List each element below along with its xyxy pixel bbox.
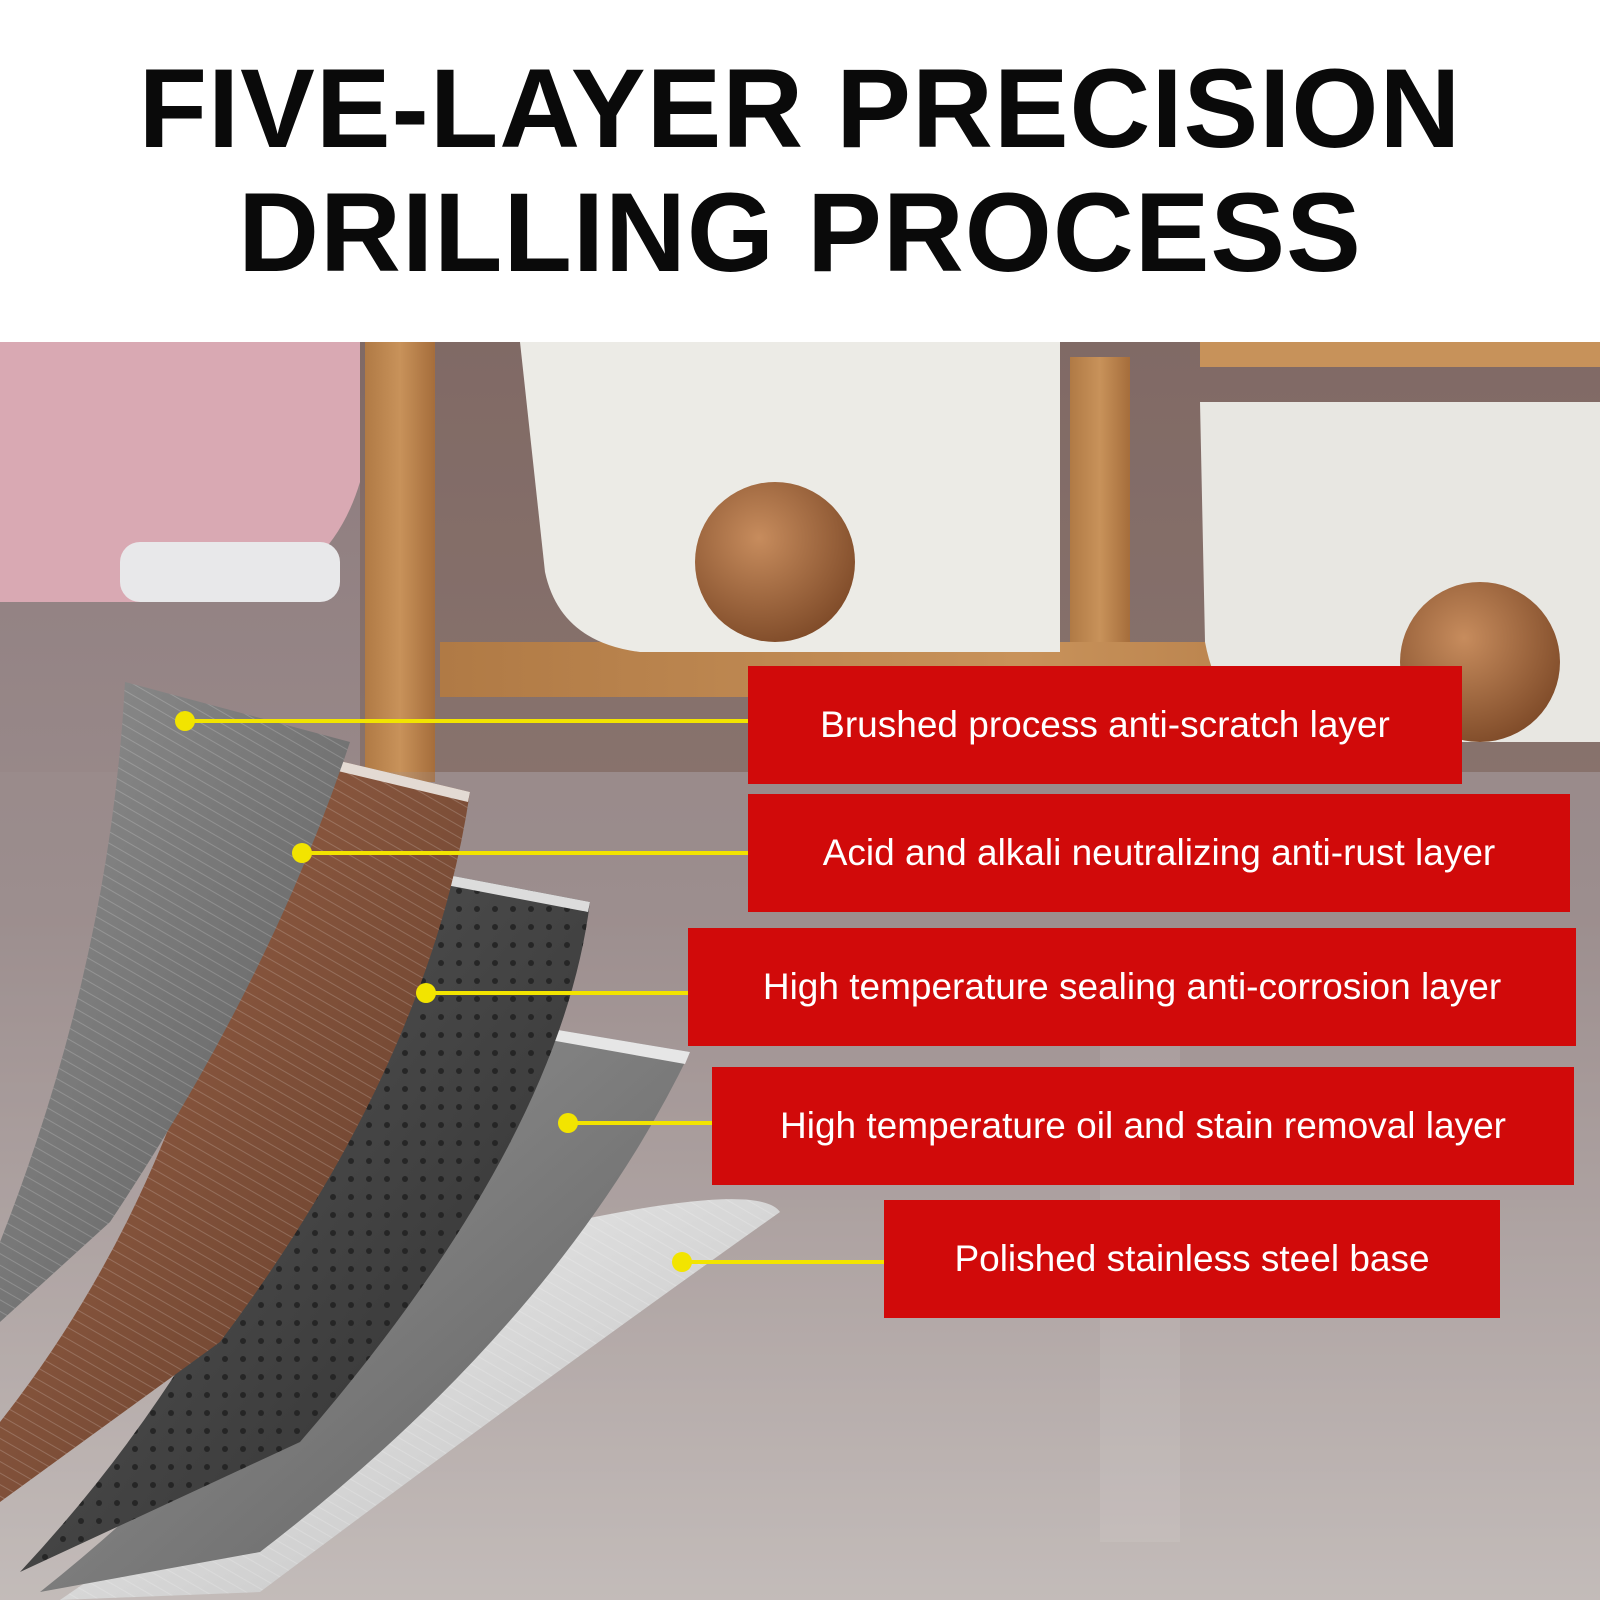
layer-label-2: Acid and alkali neutralizing anti-rust l… [748, 794, 1570, 912]
page-title-line-1: FIVE-LAYER PRECISION [138, 46, 1462, 171]
sheet-layer-1 [0, 682, 350, 1322]
header: FIVE-LAYER PRECISION DRILLING PROCESS [0, 0, 1600, 342]
layer-label-5: Polished stainless steel base [884, 1200, 1500, 1318]
page-title-line-2: DRILLING PROCESS [238, 170, 1362, 295]
leader-line-5 [672, 1252, 885, 1272]
layer-label-4: High temperature oil and stain removal l… [712, 1067, 1574, 1185]
leader-line-3 [416, 983, 690, 1003]
leader-line-2 [292, 843, 750, 863]
leader-line-1 [175, 711, 750, 731]
layer-label-3: High temperature sealing anti-corrosion … [688, 928, 1576, 1046]
leader-line-4 [558, 1113, 714, 1133]
layer-label-1: Brushed process anti-scratch layer [748, 666, 1462, 784]
